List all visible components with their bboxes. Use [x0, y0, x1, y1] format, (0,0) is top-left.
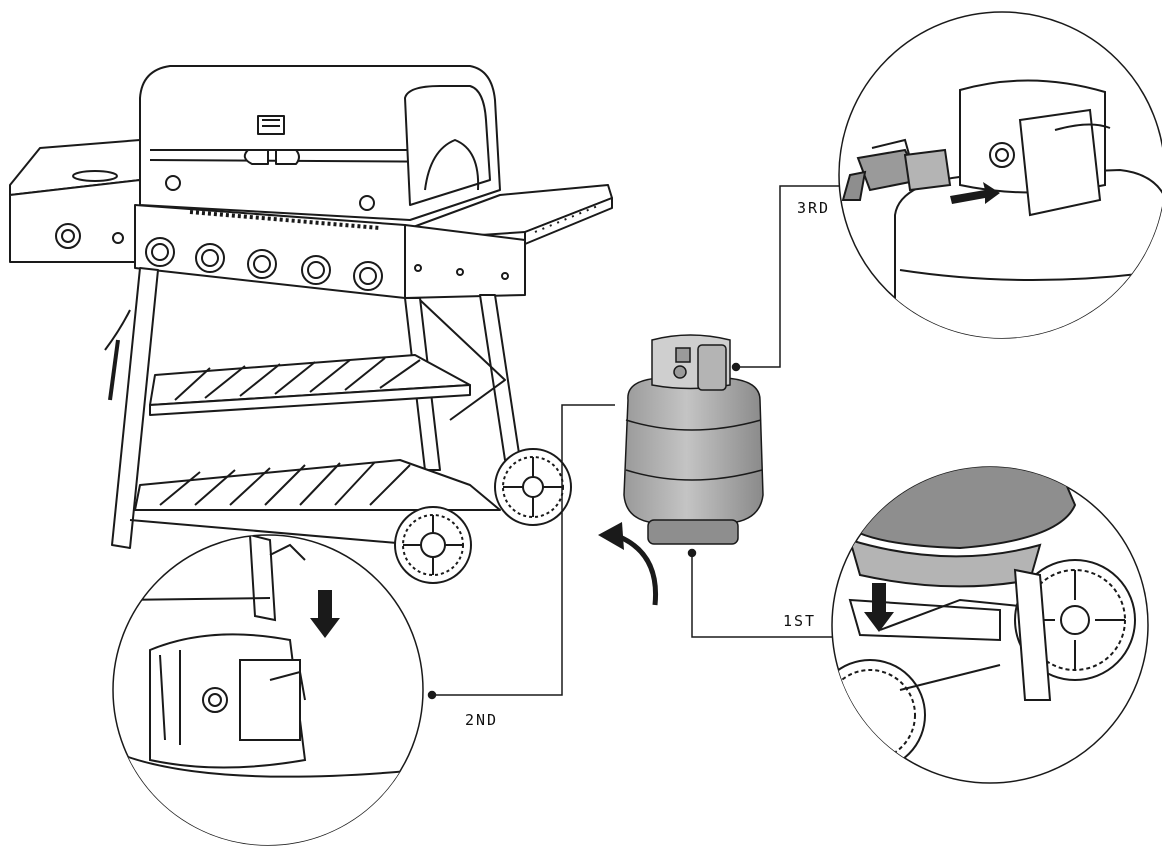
rotation-arrow-head-icon [598, 522, 624, 550]
step-label-1st: 1ST [783, 612, 816, 630]
gas-grill-illustration [9, 65, 613, 584]
cart-frame [104, 267, 521, 549]
leader-line-3rd [736, 185, 845, 368]
control-panel [134, 204, 526, 299]
cart-wheels [394, 448, 572, 584]
detail-circle-3rd [838, 11, 1162, 339]
leader-lines [427, 185, 845, 700]
step-label-3rd: 3RD [797, 199, 830, 217]
brand-logo [243, 149, 300, 165]
arrow-down-icon [864, 583, 894, 632]
propane-tank [623, 334, 764, 545]
side-burner-shelf [9, 139, 141, 263]
arrow-right-icon [950, 182, 1000, 204]
arrow-down-icon [310, 590, 340, 638]
detail-circle-2nd [112, 534, 424, 846]
rotation-arrow-icon [618, 534, 659, 606]
leader-line-2nd [432, 404, 615, 696]
step-label-2nd: 2ND [465, 711, 498, 729]
leader-line-1st [691, 553, 836, 638]
detail-circle-1st [831, 466, 1149, 784]
grill-lid [139, 65, 501, 221]
